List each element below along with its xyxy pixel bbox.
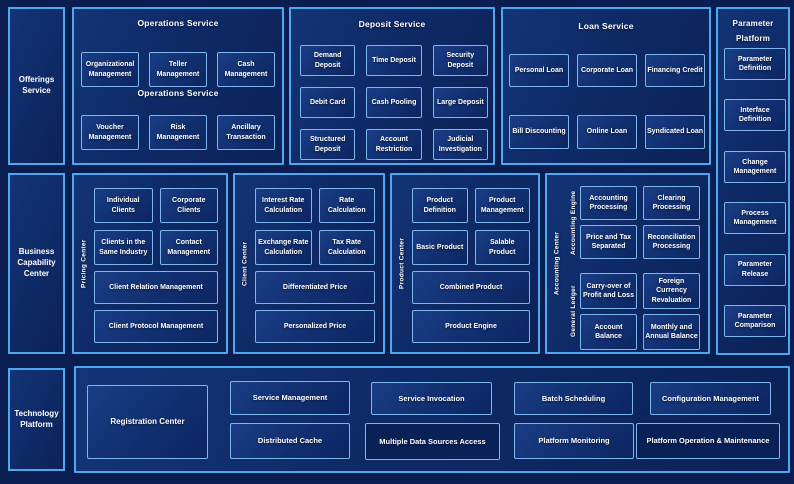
technology-box: Platform Monitoring (514, 423, 634, 459)
operations-box: Ancillary Transaction (217, 115, 275, 150)
pricing-wide-box: Client Relation Management (94, 271, 218, 304)
deposit-box: Large Deposit (432, 87, 488, 118)
product-center-panel: Product Center Product Definition Produc… (390, 173, 540, 354)
accounting-engine-section: Accounting Engine Accounting Processing … (567, 186, 700, 259)
rail-capability-label: Business Capability Center (17, 247, 56, 278)
deposit-service-panel: Deposit Service Demand Deposit Time Depo… (289, 7, 495, 165)
parameter-box: Parameter Definition (724, 48, 786, 80)
parameter-platform-panel: Parameter Platform Parameter Definition … (716, 7, 790, 355)
technology-box: Service Invocation (371, 382, 492, 415)
deposit-box: Demand Deposit (300, 45, 356, 76)
technology-box: Distributed Cache (230, 423, 350, 459)
pricing-center-content: Individual Clients Corporate Clients Cli… (94, 188, 218, 343)
pricing-box: Individual Clients (94, 188, 153, 223)
client-center-panel: Client Center Interest Rate Calculation … (233, 173, 385, 354)
accounting-engine-box: Reconciliation Processing (643, 225, 700, 259)
pricing-center-panel: Pricing Center Individual Clients Corpor… (72, 173, 228, 354)
product-center-vertical-label: Product Center (398, 237, 406, 290)
operations-service-title: Operations Service (137, 18, 219, 28)
parameter-box: Parameter Release (724, 253, 786, 286)
accounting-engine-box: Accounting Processing (580, 186, 637, 220)
registration-center-box: Registration Center (87, 385, 208, 459)
operations-service-subtitle: Operations Service (137, 88, 219, 98)
parameter-box: Interface Definition (724, 99, 786, 132)
product-box: Salable Product (474, 230, 530, 265)
deposit-box: Judicial Investigation (432, 129, 488, 160)
client-box: Interest Rate Calculation (255, 188, 312, 223)
parameter-column: Parameter Definition Interface Definitio… (724, 48, 786, 337)
client-box: Tax Rate Calculation (318, 230, 375, 265)
technology-box: Platform Operation & Maintenance (636, 423, 780, 459)
technology-box: Service Management (230, 381, 350, 415)
loan-box: Bill Discounting (509, 115, 569, 149)
parameter-box: Change Management (724, 150, 786, 183)
product-wide-box: Product Engine (412, 310, 530, 343)
technology-platform-panel: Registration Center Service Management D… (74, 366, 790, 473)
operations-box: Voucher Management (81, 115, 139, 150)
operations-box: Cash Management (217, 52, 275, 87)
client-box: Exchange Rate Calculation (255, 230, 312, 265)
technology-box: Multiple Data Sources Access (365, 423, 500, 460)
product-center-content: Product Definition Product Management Ba… (412, 188, 530, 343)
loan-box: Corporate Loan (577, 54, 637, 87)
technology-box: Configuration Management (650, 382, 771, 415)
deposit-grid: Demand Deposit Time Deposit Security Dep… (300, 45, 488, 160)
pricing-wide-box: Client Protocol Management (94, 310, 218, 343)
client-center-vertical-label: Client Center (241, 241, 249, 286)
client-wide-box: Personalized Price (255, 310, 375, 343)
client-center-content: Interest Rate Calculation Rate Calculati… (255, 188, 375, 343)
rail-business-capability-center: Business Capability Center (8, 173, 65, 354)
general-ledger-section: General Ledger Carry-over of Profit and … (567, 273, 700, 350)
pricing-center-vertical-label: Pricing Center (80, 239, 88, 288)
product-box: Product Definition (412, 188, 468, 223)
accounting-engine-vertical-label: Accounting Engine (570, 190, 577, 255)
loan-service-panel: Loan Service Personal Loan Corporate Loa… (501, 7, 711, 165)
product-box: Basic Product (412, 230, 468, 265)
loan-service-title: Loan Service (578, 21, 634, 31)
parameter-box: Process Management (724, 202, 786, 235)
loan-box: Financing Credit (645, 54, 705, 87)
general-ledger-box: Carry-over of Profit and Loss (580, 273, 637, 309)
parameter-platform-title: Parameter Platform (732, 19, 774, 44)
accounting-center-panel: Accounting Center Accounting Engine Acco… (545, 173, 710, 354)
operations-box: Teller Management (149, 52, 207, 87)
pricing-box: Clients in the Same Industry (94, 230, 153, 265)
accounting-engine-box: Price and Tax Separated (580, 225, 637, 259)
deposit-box: Structured Deposit (300, 129, 356, 160)
general-ledger-box: Monthly and Annual Balance (643, 314, 700, 350)
deposit-box: Security Deposit (432, 45, 488, 76)
deposit-box: Account Restriction (366, 129, 422, 160)
accounting-center-vertical-label: Accounting Center (553, 231, 561, 296)
product-box: Product Management (474, 188, 530, 223)
deposit-box: Cash Pooling (366, 87, 422, 118)
client-wide-box: Differentiated Price (255, 271, 375, 304)
general-ledger-box: Foreign Currency Revaluation (643, 273, 700, 309)
loan-box: Syndicated Loan (645, 115, 705, 149)
operations-box: Organizational Management (81, 52, 139, 87)
general-ledger-box: Account Balance (580, 314, 637, 350)
deposit-box: Debit Card (300, 87, 356, 118)
pricing-box: Corporate Clients (159, 188, 218, 223)
operations-box: Risk Management (149, 115, 207, 150)
general-ledger-vertical-label: General Ledger (570, 285, 577, 338)
technology-box: Batch Scheduling (514, 382, 633, 415)
operations-service-panel: Operations Service Organizational Manage… (72, 7, 284, 165)
loan-box: Online Loan (577, 115, 637, 149)
rail-offerings-service: Offerings Service (8, 7, 65, 165)
accounting-engine-box: Clearing Processing (643, 186, 700, 220)
deposit-box: Time Deposit (366, 45, 422, 76)
rail-technology-platform: Technology Platform (8, 368, 65, 471)
client-box: Rate Calculation (318, 188, 375, 223)
loan-box: Personal Loan (509, 54, 569, 87)
deposit-service-title: Deposit Service (358, 19, 426, 29)
product-wide-box: Combined Product (412, 271, 530, 304)
parameter-box: Parameter Comparison (724, 304, 786, 337)
rail-technology-label: Technology Platform (14, 408, 59, 429)
pricing-box: Contact Management (159, 230, 218, 265)
rail-offerings-label: Offerings Service (18, 75, 55, 95)
